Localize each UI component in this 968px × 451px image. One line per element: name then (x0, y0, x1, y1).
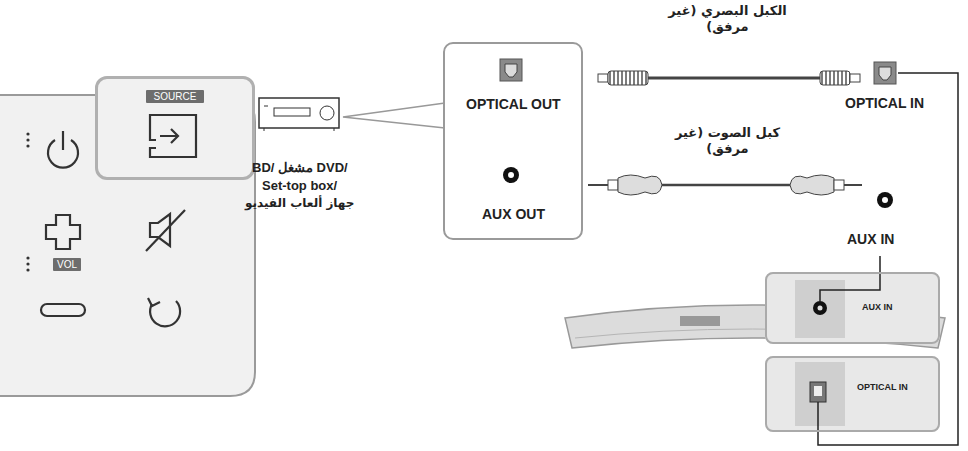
button-label: VOL (53, 258, 81, 271)
leader-line (818, 73, 958, 445)
inset-panel (795, 280, 845, 338)
optical-inset: OPTICAL IN (765, 356, 940, 432)
inset-ground (765, 356, 940, 432)
remote-dots (26, 132, 29, 271)
optical-jack (814, 386, 822, 396)
aux-inset: AUX IN (765, 272, 940, 344)
ports-in (874, 62, 896, 208)
callout-pointer (343, 103, 445, 128)
ports-out (500, 59, 522, 183)
port-label: AUX IN (847, 231, 894, 247)
aux-jack (818, 306, 823, 311)
aux-jack (813, 301, 827, 315)
node-text: OPTICAL OUT (466, 96, 561, 112)
callout-box: OPTICAL OUT AUX OUT (443, 42, 583, 240)
node-text: AUX OUT (482, 206, 545, 222)
player-icon (259, 98, 339, 131)
inset-panel (795, 362, 845, 426)
node-text: AUX IN (862, 302, 893, 312)
soundbar-grille (680, 316, 720, 326)
source-button-ground (95, 76, 255, 180)
device-label: BD/ مشغل DVD/ (252, 160, 348, 175)
inset-ground (765, 272, 940, 344)
leader-line (820, 256, 880, 301)
audio-cable (588, 175, 862, 195)
source-button: SOURCE (95, 76, 255, 180)
remote-icons (41, 115, 196, 326)
optical-cable (598, 71, 860, 85)
device-label: جهاز ألعاب الفيديو (245, 196, 354, 211)
callout-ground (443, 42, 583, 240)
device-label: Set-top box/ (262, 178, 337, 193)
cable-label: الكبل البصري (غير مرفق) (665, 3, 790, 36)
node-text: OPTICAL IN (857, 382, 908, 392)
cable-label: كبل الصوت (غير مرفق) (665, 125, 790, 158)
node-text: SOURCE (146, 90, 204, 103)
optical-jack (810, 382, 826, 402)
port-label: OPTICAL IN (845, 95, 924, 111)
